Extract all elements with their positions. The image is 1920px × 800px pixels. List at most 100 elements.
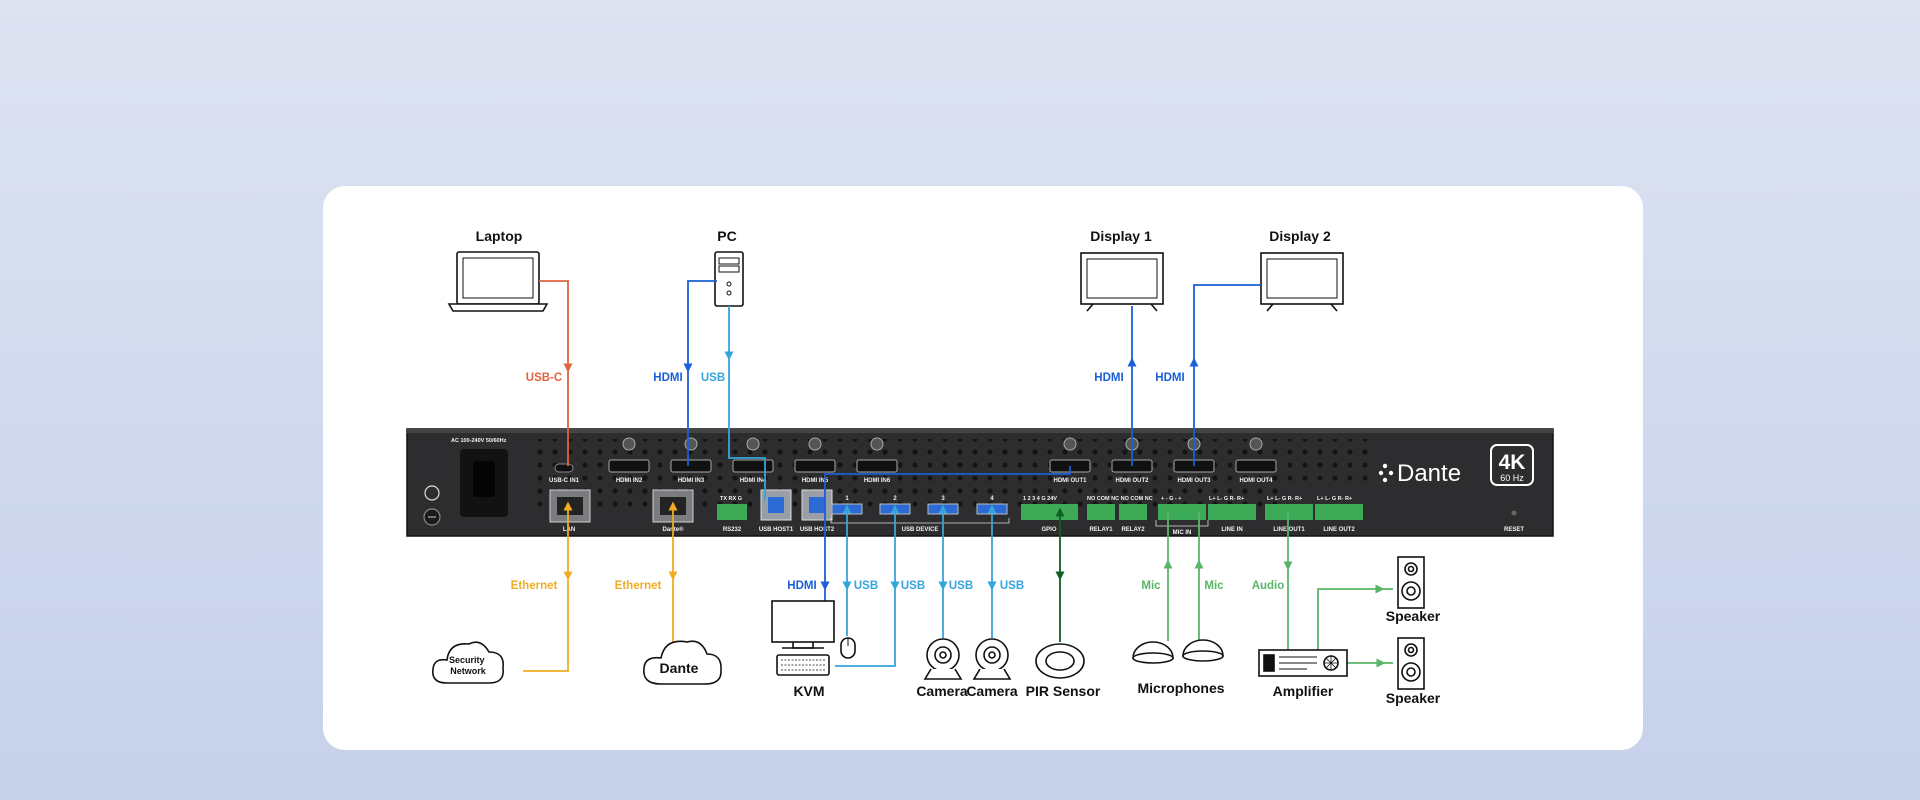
relay2-label: RELAY2 <box>1121 527 1145 533</box>
pir-sensor-icon <box>1035 643 1085 679</box>
mic-in-terminal <box>1158 504 1206 520</box>
kvm-usb2-connection-label: USB <box>901 580 925 592</box>
badge-refresh: 60 Hz <box>1500 473 1524 483</box>
display1-icon <box>1080 252 1164 312</box>
hdmi-in3-port <box>670 459 712 473</box>
matrix-switcher-rear-panel: AC 100-240V 50/60Hz USB-C IN1 LAN Dante®… <box>406 428 1554 537</box>
line-out2-pin-labels: L+ L- G R- R+ <box>1317 496 1352 502</box>
line-in-terminal <box>1208 504 1256 520</box>
security-network-cloud-icon <box>431 641 505 684</box>
reset-label: RESET <box>1504 527 1524 533</box>
mic-pin-labels: + - G - + <box>1161 496 1181 502</box>
hdmi-in6-label: HDMI IN6 <box>864 478 891 484</box>
connection-diagram: AC 100-240V 50/60Hz USB-C IN1 LAN Dante®… <box>406 228 1554 706</box>
amplifier-label: Amplifier <box>1273 683 1334 699</box>
lan-label: LAN <box>563 527 575 533</box>
camera1-usb-connection-label: USB <box>949 580 973 592</box>
hdmi-in5-port <box>794 459 836 473</box>
relay1-terminal <box>1087 504 1115 520</box>
diagram-card: AC 100-240V 50/60Hz USB-C IN1 LAN Dante®… <box>323 186 1643 750</box>
hdmi-in2-port <box>608 459 650 473</box>
usb-device-2-label: 2 <box>893 496 897 502</box>
rs232-pin-labels: TX RX G <box>720 496 742 502</box>
usb-device-1-label: 1 <box>845 496 849 502</box>
usb-device-4-label: 4 <box>990 496 994 502</box>
usb-host1-label: USB HOST1 <box>759 527 794 533</box>
hdmi-out2-label: HDMI OUT2 <box>1116 478 1150 484</box>
rs232-label: RS232 <box>723 527 742 533</box>
gpio-terminal <box>1021 504 1078 520</box>
hdmi-in6-port <box>856 459 898 473</box>
power-rating-label: AC 100-240V 50/60Hz <box>451 438 507 444</box>
camera2-label: Camera <box>966 683 1018 699</box>
usb-c-in1-port <box>554 463 574 473</box>
display2-label: Display 2 <box>1269 228 1331 244</box>
display2-icon <box>1260 252 1344 312</box>
usb-c-connection-label: USB-C <box>526 372 562 384</box>
line-out2-label: LINE OUT2 <box>1323 527 1355 533</box>
usb-c-in1-label: USB-C IN1 <box>549 478 580 484</box>
security-network-label: Security Network <box>449 655 487 676</box>
ground-terminal-icon <box>423 485 441 526</box>
mic1-connection-label: Mic <box>1141 580 1161 592</box>
usb-device-label: USB DEVICE <box>902 527 939 533</box>
pir-sensor-label: PIR Sensor <box>1026 683 1101 699</box>
security-ethernet-connection-label: Ethernet <box>511 580 558 592</box>
hdmi-in5-label: HDMI IN5 <box>802 478 829 484</box>
relay2-terminal <box>1119 504 1147 520</box>
dante-logo-icon <box>1378 463 1394 483</box>
gpio-pin-labels: 1 2 3 4 G 24V <box>1023 496 1057 502</box>
laptop-icon <box>447 251 549 312</box>
mic2-connection-label: Mic <box>1204 580 1224 592</box>
line-out1-pin-labels: L+ L- G R- R+ <box>1267 496 1302 502</box>
line-out1-label: LINE OUT1 <box>1273 527 1305 533</box>
relay-pin-labels: NO COM NC NO COM NC <box>1087 496 1153 502</box>
gpio-label: GPIO <box>1041 527 1056 533</box>
mic-in-label: MIC IN <box>1173 530 1192 536</box>
hdmi-out4-label: HDMI OUT4 <box>1240 478 1274 484</box>
hdmi-out3-label: HDMI OUT3 <box>1178 478 1212 484</box>
reset-button <box>1511 510 1517 516</box>
badge-resolution: 4K <box>1499 451 1526 474</box>
dante-label: Dante <box>660 660 699 676</box>
kvm-label: KVM <box>793 683 824 699</box>
speaker1-audio-cable <box>1317 584 1385 650</box>
hdmi-out4-port <box>1235 459 1277 473</box>
speaker2-label: Speaker <box>1386 690 1441 706</box>
relay1-label: RELAY1 <box>1089 527 1113 533</box>
dante-cloud-icon <box>643 640 722 685</box>
line-out1-terminal <box>1265 504 1313 520</box>
hdmi-in4-label: HDMI IN4 <box>740 478 767 484</box>
line-out2-terminal <box>1315 504 1363 520</box>
pc-usb-connection-label: USB <box>701 372 725 384</box>
speaker1-label: Speaker <box>1386 608 1441 624</box>
usb-host2-label: USB HOST2 <box>800 527 835 533</box>
kvm-hdmi-connection-label: HDMI <box>787 580 816 592</box>
speaker1-icon <box>1397 556 1425 609</box>
pc-tower-icon <box>714 251 744 307</box>
camera1-icon <box>923 638 963 680</box>
display1-label: Display 1 <box>1090 228 1152 244</box>
display2-hdmi-connection-label: HDMI <box>1155 372 1184 384</box>
connection-lines <box>523 280 1393 672</box>
amplifier-icon <box>1258 649 1348 677</box>
kvm-station-icon <box>771 600 856 676</box>
camera2-usb-connection-label: USB <box>1000 580 1024 592</box>
usb-c-cable <box>539 280 573 373</box>
camera2-icon <box>972 638 1012 680</box>
hdmi-in2-label: HDMI IN2 <box>616 478 643 484</box>
pc-hdmi-connection-label: HDMI <box>653 372 682 384</box>
kvm-hdmi-cable <box>820 466 1071 591</box>
microphones-icon <box>1132 639 1224 664</box>
rs232-terminal <box>717 504 747 520</box>
usb-device-3-label: 3 <box>941 496 945 502</box>
hdmi-in4-port <box>732 459 774 473</box>
dante-ethernet-connection-label: Ethernet <box>615 580 662 592</box>
hdmi-out1-label: HDMI OUT1 <box>1054 478 1088 484</box>
speaker2-icon <box>1397 637 1425 690</box>
hdmi-in3-label: HDMI IN3 <box>678 478 705 484</box>
line-in-label: LINE IN <box>1221 527 1242 533</box>
audio-connection-label: Audio <box>1252 580 1285 592</box>
laptop-label: Laptop <box>476 228 523 244</box>
4k-badge <box>1490 444 1534 486</box>
